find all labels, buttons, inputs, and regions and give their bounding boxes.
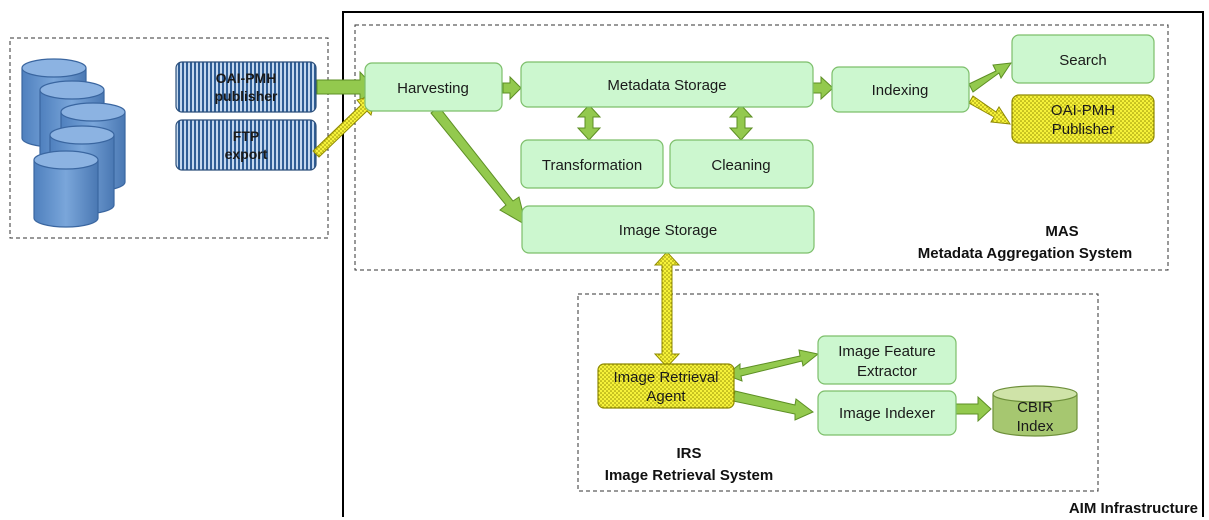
mas-panel [354,24,1169,271]
oai-publisher-line2: Publisher [1052,121,1115,138]
image-indexer-box: Image Indexer [817,390,957,436]
oai-pmh-publisher-box: OAI-PMH Publisher [1011,94,1155,144]
arrow-agent-to-indexer [732,390,814,421]
cbir-index-cylinder: CBIR Index [992,385,1078,437]
harvesting-label: Harvesting [397,80,469,97]
arrow-harvesting-to-image-storage [430,106,527,227]
image-retrieval-agent-box: Image Retrieval Agent [597,363,735,409]
feature-extractor-line2: Extractor [857,363,917,380]
oai-publisher-line1: OAI-PMH [1051,102,1115,119]
arrow-agent-feature-extractor [724,349,820,382]
aim-infrastructure-frame [342,11,1204,517]
irs-panel [577,293,1099,492]
retrieval-agent-line2: Agent [646,388,686,405]
irs-caption-full: Image Retrieval System [605,467,773,484]
mas-caption-abbr: MAS [1045,223,1078,240]
cleaning-box: Cleaning [669,139,814,189]
image-storage-box: Image Storage [521,205,815,254]
arrow-indexing-to-oai-publisher [968,95,1011,125]
oai-pmh-source-line2: publisher [214,88,278,104]
image-feature-extractor-box: Image Feature Extractor [817,335,957,385]
ftp-source-line1: FTP [233,128,259,144]
image-indexer-label: Image Indexer [839,405,935,422]
cbir-index-line1: CBIR [1017,399,1053,416]
metadata-storage-label: Metadata Storage [607,77,726,94]
image-storage-label: Image Storage [619,222,717,239]
source-databases-icon [21,58,126,228]
oai-pmh-source-line1: OAI-PMH [216,70,277,86]
arrow-metadata-transformation [576,104,602,141]
arrow-indexer-to-cbir [954,395,992,423]
retrieval-agent-line1: Image Retrieval [613,369,718,386]
search-box: Search [1011,34,1155,84]
cleaning-label: Cleaning [711,157,770,174]
search-label: Search [1059,52,1107,69]
transformation-box: Transformation [520,139,664,189]
aim-infrastructure-label: AIM Infrastructure [1069,500,1198,517]
metadata-storage-box: Metadata Storage [520,61,814,108]
arrow-metadata-cleaning [728,104,754,141]
arrow-harvesting-to-metadata [502,75,522,101]
ftp-export-source: FTP export [175,119,317,171]
cbir-index-line2: Index [1017,418,1054,435]
mas-caption-full: Metadata Aggregation System [918,245,1133,262]
indexing-box: Indexing [831,66,970,113]
indexing-label: Indexing [872,82,929,99]
irs-caption-abbr: IRS [676,445,701,462]
arrow-indexing-to-search [968,62,1013,93]
arrow-image-storage-retrieval-agent [653,251,681,368]
oai-pmh-publisher-source: OAI-PMH publisher [175,61,317,113]
arrow-metadata-to-indexing [812,75,834,101]
ftp-source-line2: export [225,146,268,162]
transformation-label: Transformation [542,157,642,174]
feature-extractor-line1: Image Feature [838,343,936,360]
harvesting-box: Harvesting [364,62,503,112]
